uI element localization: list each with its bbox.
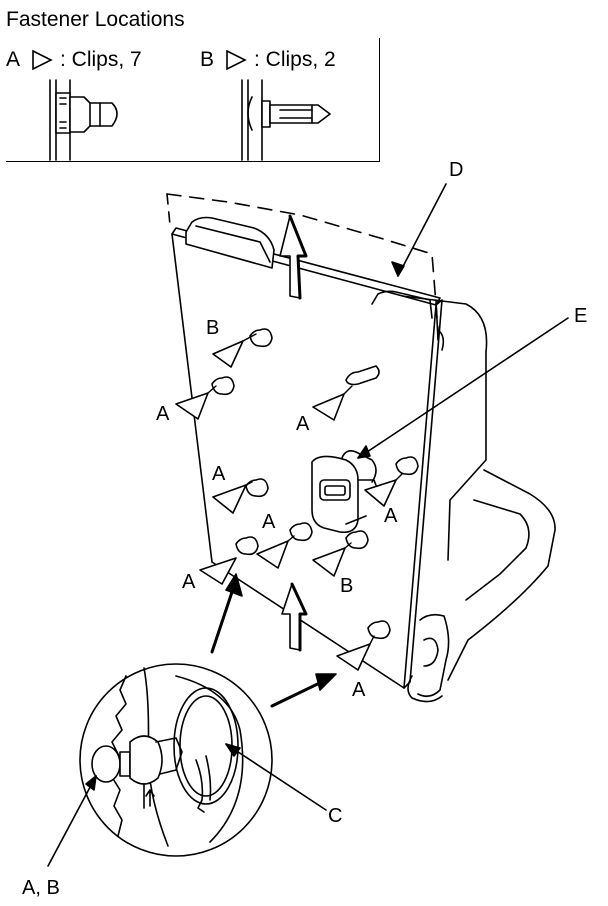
clip-marker-label: B: [340, 575, 354, 597]
clip-marker-label: A: [182, 571, 196, 593]
clip-marker-label: A: [156, 403, 170, 425]
clip-marker-label: A: [212, 463, 226, 485]
legend-b-triangle-icon: [226, 49, 247, 71]
legend-b-text: : Clips, 2: [254, 48, 336, 71]
clip-marker-label: A: [384, 505, 398, 527]
clip-a-icon: [49, 79, 118, 161]
up-arrow-lower: [281, 582, 308, 652]
clip-triangle-markers: [175, 340, 397, 671]
callout-d: D: [449, 159, 464, 181]
legend-box: [6, 38, 380, 162]
callout-c: C: [328, 805, 343, 827]
callout-e: E: [574, 305, 588, 327]
clip-marker-label: A: [352, 679, 366, 701]
legend-a-text: : Clips, 7: [60, 48, 142, 71]
clip-marker-label: A: [296, 413, 310, 435]
clip-marker-label: A: [262, 511, 276, 533]
callout-a-b: A, B: [22, 877, 60, 899]
detail-circle: [79, 663, 273, 857]
clip-b-icon: [241, 79, 331, 161]
diagram-title: Fastener Locations: [6, 8, 185, 31]
legend-b-letter: B: [200, 48, 215, 71]
legend-a-letter: A: [6, 48, 21, 71]
clip-marker-label: B: [206, 317, 220, 339]
seatbelt-buckle: [311, 450, 381, 534]
legend-a-triangle-icon: [32, 49, 53, 71]
up-arrow-upper: [279, 214, 308, 300]
back-panel: [171, 233, 437, 689]
